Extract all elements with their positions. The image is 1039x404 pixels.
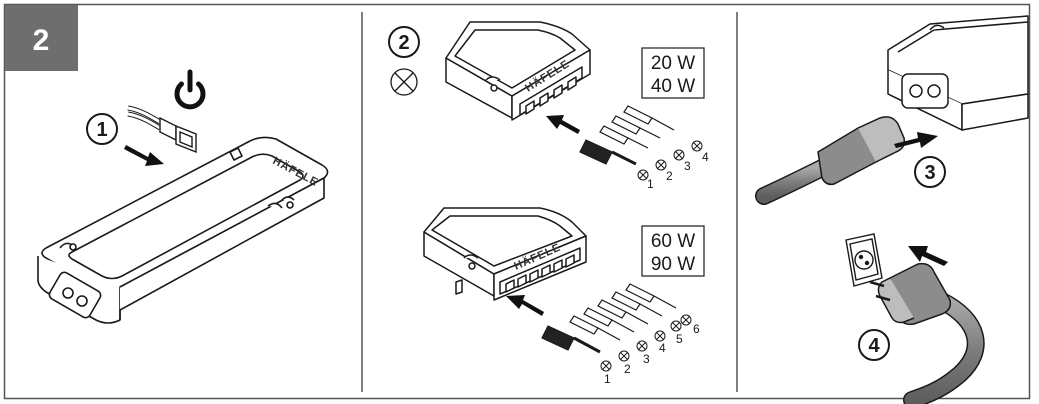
wattage-bottom-2: 90 W: [651, 254, 695, 275]
led-driver-bottom: [423, 207, 587, 301]
step-marker-2-label: 2: [398, 32, 409, 54]
pin-markers-top: [637, 140, 703, 181]
step-marker-2[interactable]: 2: [388, 26, 420, 58]
pin-label-bottom-4: 4: [659, 341, 666, 355]
step-marker-1[interactable]: 1: [86, 113, 118, 145]
insert-arrow-top: [546, 115, 580, 134]
led-driver-top: [445, 21, 591, 121]
wattage-top-2: 40 W: [651, 76, 695, 97]
panel-3: 3 4: [755, 15, 1029, 404]
panel-2: 2 HÄFELE: [388, 21, 709, 386]
step-marker-4[interactable]: 4: [858, 329, 890, 361]
lamp-icon: [390, 68, 418, 96]
step-badge: 2: [5, 5, 78, 71]
pin-label-bottom-3: 3: [643, 352, 650, 366]
power-icon: [174, 69, 206, 110]
led-driver-large: [37, 136, 329, 324]
insert-arrow-1: [124, 145, 164, 166]
wattage-top-1: 20 W: [651, 53, 695, 74]
insert-arrow-plug: [894, 132, 938, 148]
step-marker-4-label: 4: [868, 335, 880, 357]
pin-label-top-1: 1: [647, 177, 654, 191]
pin-label-bottom-6: 6: [693, 322, 700, 336]
connectors-bottom: [541, 283, 677, 354]
pin-markers-bottom: [600, 314, 692, 372]
wall-socket: [845, 233, 883, 287]
panel-1: HÄFELE 1: [37, 69, 329, 324]
mains-plug-cable: [869, 262, 985, 404]
pin-label-top-2: 2: [666, 169, 673, 183]
insert-arrow-bottom: [506, 295, 544, 316]
step-marker-1-label: 1: [96, 119, 107, 141]
pin-label-bottom-1: 1: [604, 372, 611, 386]
power-plug-cable: [755, 116, 906, 205]
pin-label-top-4: 4: [702, 150, 709, 164]
wattage-bottom-1: 60 W: [651, 231, 695, 252]
wattage-box-bottom: 60 W 90 W: [641, 225, 705, 277]
step-marker-3-label: 3: [924, 162, 935, 184]
insert-arrow-socket: [908, 246, 948, 266]
connectors-top: [579, 105, 675, 166]
pin-label-top-3: 3: [684, 159, 691, 173]
step-marker-3[interactable]: 3: [914, 156, 946, 188]
connector-cable: [127, 105, 197, 154]
pin-label-bottom-5: 5: [676, 332, 683, 346]
wattage-box-top: 20 W 40 W: [641, 47, 705, 99]
pin-label-bottom-2: 2: [624, 362, 631, 376]
led-driver-corner: [887, 15, 1029, 131]
step-badge-label: 2: [33, 24, 50, 57]
